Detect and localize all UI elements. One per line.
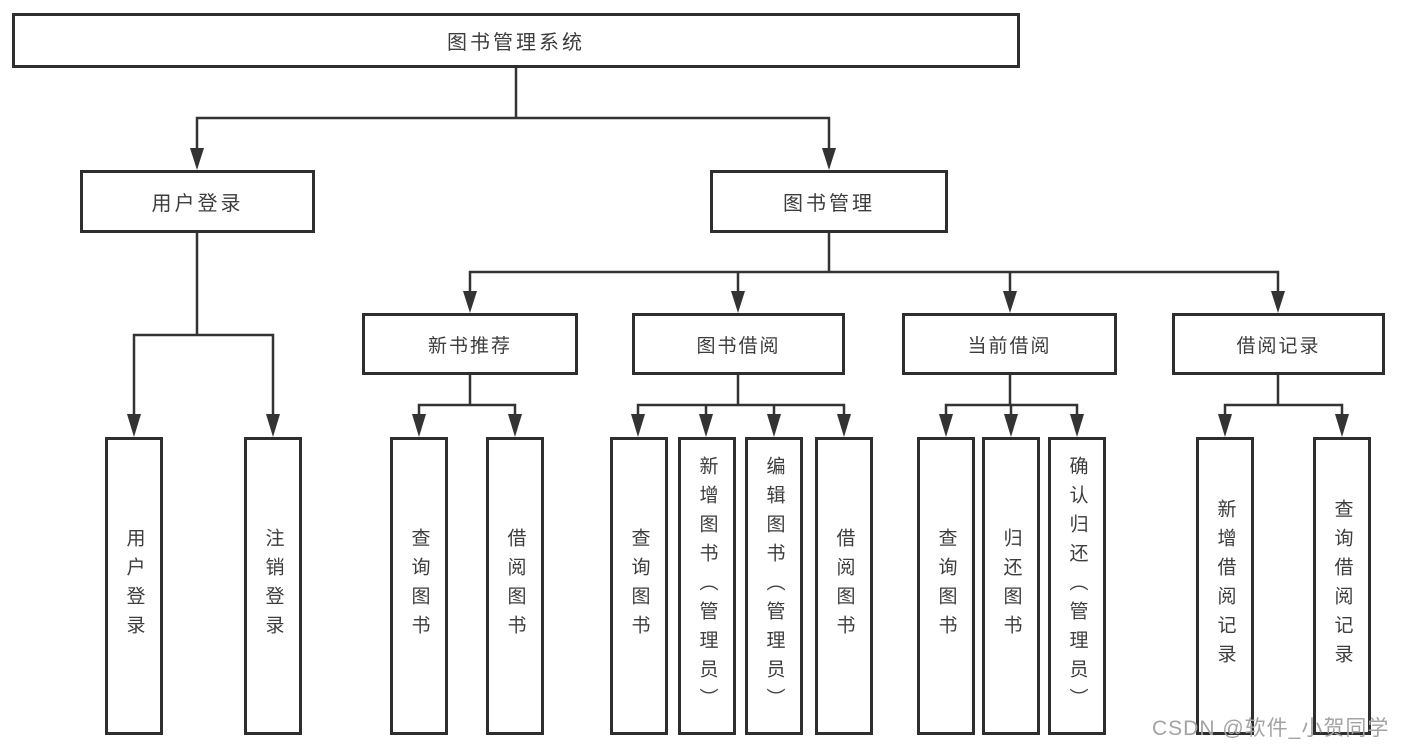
leaf-query-books-current-label: 查询图书: [935, 528, 957, 644]
node-user-login: 用户登录: [80, 170, 315, 233]
leaf-borrow-books: 借阅图书: [815, 437, 873, 735]
node-library-system: 图书管理系统: [12, 13, 1020, 68]
leaf-borrow-books-recommend: 借阅图书: [486, 437, 544, 735]
leaf-add-book-admin: 新增图书（管理员）: [678, 437, 736, 735]
node-book-borrow-label: 图书借阅: [696, 335, 781, 357]
leaf-logout-label: 注销登录: [262, 528, 284, 644]
leaf-query-books-recommend-label: 查询图书: [408, 528, 430, 644]
node-book-borrow: 图书借阅: [632, 313, 845, 375]
leaf-add-book-admin-label: 新增图书（管理员）: [696, 455, 718, 717]
leaf-logout: 注销登录: [244, 437, 302, 735]
leaf-borrow-books-label: 借阅图书: [833, 528, 855, 644]
leaf-borrow-books-recommend-label: 借阅图书: [504, 528, 526, 644]
leaf-query-borrow-record-label: 查询借阅记录: [1331, 499, 1353, 673]
node-new-book-recommend-label: 新书推荐: [427, 335, 512, 357]
connector-current-borrow-children: [939, 373, 1084, 437]
leaf-add-borrow-record-label: 新增借阅记录: [1214, 499, 1236, 673]
leaf-user-login: 用户登录: [105, 437, 163, 735]
node-library-system-label: 图书管理系统: [447, 32, 585, 54]
leaf-query-books-borrow-label: 查询图书: [628, 528, 650, 644]
node-current-borrow: 当前借阅: [902, 313, 1117, 375]
connector-user-login-children: [127, 231, 280, 437]
leaf-return-book: 归还图书: [982, 437, 1040, 735]
leaf-return-book-label: 归还图书: [1000, 528, 1022, 644]
connector-book-management-children: [463, 231, 1285, 313]
node-new-book-recommend: 新书推荐: [362, 313, 578, 375]
node-book-management-label: 图书管理: [783, 193, 875, 215]
leaf-confirm-return-admin-label: 确认归还（管理员）: [1066, 455, 1088, 717]
leaf-confirm-return-admin: 确认归还（管理员）: [1048, 437, 1106, 735]
watermark: CSDN @软件_小贺同学: [1152, 717, 1390, 740]
connector-borrow-records-children: [1218, 373, 1349, 437]
leaf-query-borrow-record: 查询借阅记录: [1313, 437, 1371, 735]
leaf-add-borrow-record: 新增借阅记录: [1196, 437, 1254, 735]
connector-book-borrow-children: [631, 373, 851, 437]
node-book-management: 图书管理: [710, 170, 948, 233]
node-borrow-records-label: 借阅记录: [1236, 335, 1321, 357]
leaf-query-books-recommend: 查询图书: [390, 437, 448, 735]
node-user-login-label: 用户登录: [151, 193, 244, 215]
leaf-query-books-borrow: 查询图书: [610, 437, 668, 735]
leaf-edit-book-admin: 编辑图书（管理员）: [745, 437, 803, 735]
connector-new-book-children: [412, 373, 522, 437]
leaf-user-login-label: 用户登录: [123, 528, 145, 644]
node-current-borrow-label: 当前借阅: [967, 335, 1052, 357]
leaf-edit-book-admin-label: 编辑图书（管理员）: [763, 455, 785, 717]
leaf-query-books-current: 查询图书: [917, 437, 975, 735]
node-borrow-records: 借阅记录: [1172, 313, 1385, 375]
connector-root-to-level2: [190, 66, 836, 170]
